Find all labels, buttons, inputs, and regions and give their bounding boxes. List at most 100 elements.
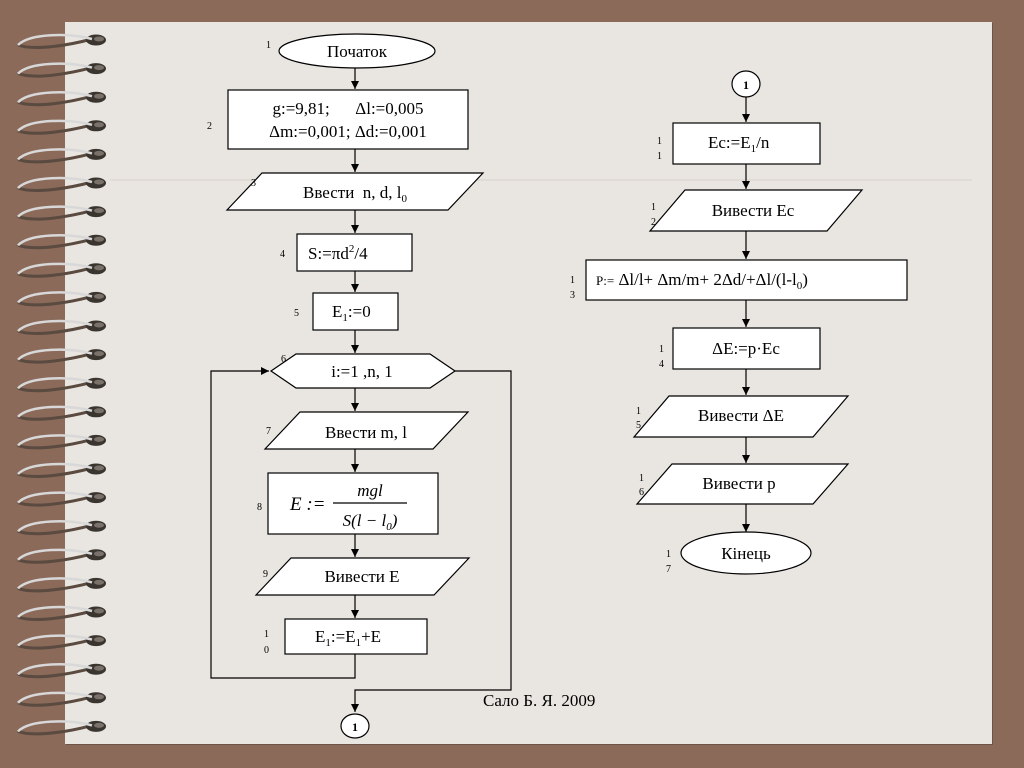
init-line-1: g:=9,81; Δl:=0,005: [273, 99, 424, 118]
spiral-ring: [17, 548, 106, 564]
spiral-ring: [17, 520, 106, 536]
subscript: 1: [342, 312, 348, 324]
step-number: 6: [281, 354, 286, 365]
spiral-ring: [17, 605, 106, 621]
spiral-ring: [17, 205, 106, 221]
spiral-ring: [17, 62, 106, 78]
accum-tail: +E: [361, 627, 381, 646]
step-number: 1: [666, 549, 671, 560]
author-credit: Сало Б. Я. 2009: [483, 691, 596, 710]
formula-lhs: E :=: [289, 494, 326, 515]
area-formula: S:=πd: [308, 244, 349, 263]
spiral-ring: [17, 491, 106, 507]
step-number: 1: [651, 202, 656, 213]
spiral-ring: [17, 148, 106, 164]
step-number: 0: [264, 645, 269, 656]
spiral-ring: [17, 319, 106, 335]
step-number: 7: [266, 426, 271, 437]
spiral-ring: [17, 262, 106, 278]
accum-assign: :=E: [331, 627, 356, 646]
output-label: Вивести E: [324, 567, 399, 586]
subscript: 1: [325, 637, 331, 649]
area-calc-block: S:=πd2/4 4: [280, 233, 413, 272]
svg-text:P:= Δl/l+ Δm/m+ 2Δd/+Δl/(l-l0): P:= Δl/l+ Δm/m+ 2Δd/+Δl/(l-l0): [596, 270, 808, 292]
spiral-ring: [17, 577, 106, 593]
step-number: 5: [636, 420, 641, 431]
init-line-2: Δm:=0,001; Δd:=0,001: [269, 122, 427, 141]
step-number: 1: [657, 136, 662, 147]
area-formula-tail: /4: [354, 244, 368, 263]
output-e: Вивести E 9: [254, 557, 471, 596]
loop-back-arrow: [210, 367, 356, 679]
input-m-l: Ввести m, l 7: [263, 411, 470, 450]
avg-formula-tail: /n: [756, 133, 770, 152]
init-constants-block: g:=9,81; Δl:=0,005 Δm:=0,001; Δd:=0,001 …: [207, 89, 469, 150]
spiral-ring: [17, 91, 106, 107]
rel-err-var: P:=: [596, 273, 614, 288]
svg-text:S(l − l0): S(l − l0): [343, 511, 398, 533]
svg-text:E1:=E1+E: E1:=E1+E: [315, 627, 381, 649]
avg-formula: Ec:=E: [708, 133, 751, 152]
connector-label: 1: [743, 78, 749, 92]
step-number: 3: [570, 290, 575, 301]
step-number: 9: [263, 569, 268, 580]
superscript: 2: [349, 243, 355, 255]
step-number: 4: [280, 249, 285, 260]
svg-text:Ec:=E1/n: Ec:=E1/n: [708, 133, 770, 155]
step-number: 1: [264, 629, 269, 640]
step-number: 8: [257, 502, 262, 513]
accumulate-block: E1:=E1+E 1 0: [264, 618, 428, 656]
rel-err-formula: Δl/l+ Δm/m+ 2Δd/+Δl/(l-l: [614, 270, 797, 289]
step-number: 1: [570, 275, 575, 286]
input-label: Ввести n, d, l: [303, 183, 402, 202]
start-label: Початок: [327, 42, 388, 61]
loop-exit-arrow: [351, 370, 512, 712]
subscript: 0: [402, 193, 408, 205]
input-label: Ввести m, l: [325, 423, 407, 442]
relative-error-block: P:= Δl/l+ Δm/m+ 2Δd/+Δl/(l-l0) 1 3: [570, 259, 908, 301]
output-label: Вивести p: [702, 474, 775, 493]
input-n-d-l0: Ввести n, d, l0 3: [225, 172, 485, 211]
output-delta-e: Вивести ΔE 1 5: [632, 395, 850, 438]
connector-in: 1: [731, 70, 761, 98]
loop-header: i:=1 ,n, 1 6: [269, 353, 457, 389]
formula-numerator: mgl: [357, 481, 383, 500]
svg-text:Ввести n, d, l0: Ввести n, d, l0: [303, 183, 408, 205]
end-label: Кінець: [721, 544, 771, 563]
step-number: 3: [251, 178, 256, 189]
svg-text:E1:=0: E1:=0: [332, 302, 371, 324]
step-number: 1: [659, 344, 664, 355]
output-label: Вивести ΔE: [698, 406, 784, 425]
end-terminal: Кінець 1 7: [666, 531, 812, 575]
spiral-ring: [17, 234, 106, 250]
spiral-ring: [17, 720, 106, 736]
formula-denominator-tail: ): [391, 511, 398, 530]
subscript: 1: [751, 143, 757, 155]
output-ec: Вивести Ec 1 2: [648, 189, 864, 232]
step-number: 1: [266, 40, 271, 51]
subscript: 0: [797, 280, 803, 292]
step-number: 1: [636, 406, 641, 417]
spiral-ring: [17, 377, 106, 393]
spiral-ring: [17, 33, 106, 49]
start-terminal: Початок 1: [266, 33, 436, 69]
step-number: 5: [294, 308, 299, 319]
e1-init-block: E1:=0 5: [294, 292, 399, 331]
spiral-ring: [17, 119, 106, 135]
step-number: 2: [207, 121, 212, 132]
step-number: 7: [666, 564, 671, 575]
step-number: 2: [651, 217, 656, 228]
spiral-ring: [17, 663, 106, 679]
spiral-ring: [17, 634, 106, 650]
connector-out: 1: [340, 713, 370, 739]
e1-label: E: [332, 302, 342, 321]
absolute-error-block: ΔE:=p·Ec 1 4: [659, 327, 821, 370]
output-label: Вивести Ec: [712, 201, 795, 220]
paper-sheet: [65, 22, 992, 744]
loop-label: i:=1 ,n, 1: [331, 362, 393, 381]
accum-label: E: [315, 627, 325, 646]
output-p: Вивести p 1 6: [635, 463, 850, 505]
spiral-ring: [17, 348, 106, 364]
spiral-ring: [17, 291, 106, 307]
